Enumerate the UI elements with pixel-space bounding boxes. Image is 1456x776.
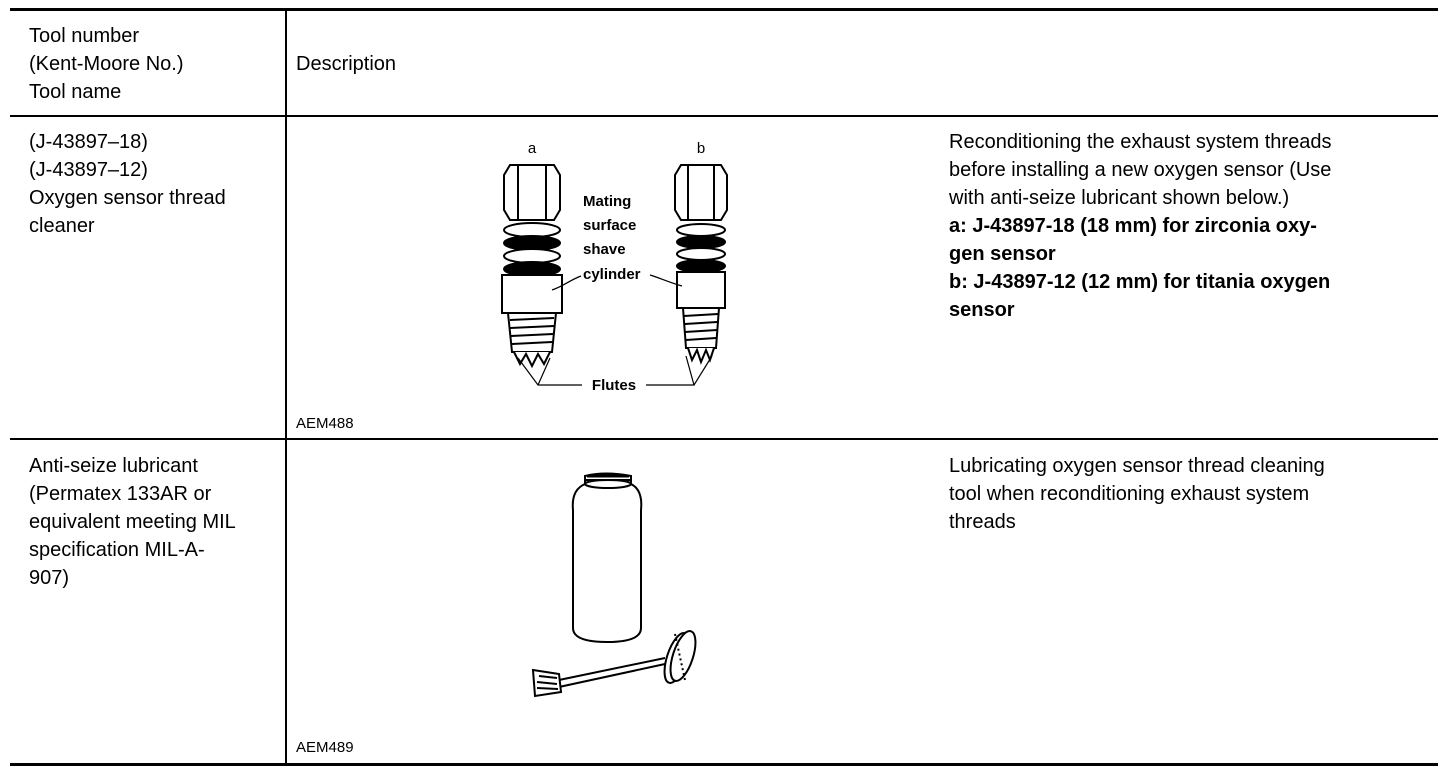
header-line: Tool name bbox=[29, 81, 122, 103]
callout-text: Mating surface shave cylinder bbox=[583, 193, 641, 283]
description-line: a: J-43897-18 (18 mm) for zirconia oxy- bbox=[949, 215, 1317, 237]
description-line: b: J-43897-12 (12 mm) for titania oxygen bbox=[949, 271, 1331, 293]
figure-code: AEM488 bbox=[296, 415, 354, 432]
row2-description: Lubricating oxygen sensor thread cleanin… bbox=[949, 452, 1325, 536]
header-line: Tool number bbox=[29, 25, 140, 47]
flutes-label: Flutes bbox=[592, 377, 636, 394]
row1-tool-cell: (J-43897–18) (J-43897–12) Oxygen sensor … bbox=[29, 128, 226, 240]
header-bottom-rule bbox=[10, 115, 1438, 117]
description-line: before installing a new oxygen sensor (U… bbox=[949, 159, 1332, 181]
description-line: Reconditioning the exhaust system thread… bbox=[949, 131, 1332, 153]
flutes-leaders bbox=[517, 355, 713, 386]
figure-code: AEM489 bbox=[296, 739, 354, 756]
figure-label-b: b bbox=[697, 140, 705, 157]
header-line: (Kent-Moore No.) bbox=[29, 53, 184, 75]
thread-cleaner-illustration: a b bbox=[501, 140, 728, 394]
tool-line: Oxygen sensor thread bbox=[29, 187, 226, 209]
callout-line: shave bbox=[583, 241, 626, 258]
description-line: threads bbox=[949, 511, 1016, 533]
tool-line: Anti-seize lubricant bbox=[29, 455, 198, 477]
lubricant-bottle-illustration bbox=[531, 472, 697, 698]
tool-a-icon bbox=[501, 164, 563, 369]
brush-icon bbox=[531, 630, 697, 698]
tool-line: equivalent meeting MIL bbox=[29, 511, 236, 533]
table-top-rule bbox=[10, 8, 1438, 11]
row-divider-rule bbox=[10, 438, 1438, 440]
tool-b-icon bbox=[674, 164, 728, 365]
header-description: Description bbox=[296, 53, 397, 75]
description-line: with anti-seize lubricant shown below.) bbox=[949, 187, 1290, 209]
row2-tool-cell: Anti-seize lubricant (Permatex 133AR or … bbox=[29, 452, 236, 592]
column-divider-rule bbox=[285, 8, 287, 766]
callout-line: Mating bbox=[583, 193, 631, 210]
tool-line: specification MIL-A- bbox=[29, 539, 205, 561]
description-line: sensor bbox=[949, 299, 1015, 321]
description-line: gen sensor bbox=[949, 243, 1056, 265]
callout-leaders bbox=[551, 274, 683, 291]
tool-line: 907) bbox=[29, 567, 70, 589]
row1-description: Reconditioning the exhaust system thread… bbox=[949, 128, 1331, 324]
header-tool-column: Tool number (Kent-Moore No.) Tool name bbox=[29, 22, 184, 106]
tool-line: (J-43897–12) bbox=[29, 159, 148, 181]
tool-line: cleaner bbox=[29, 215, 95, 237]
table-bottom-rule bbox=[10, 763, 1438, 766]
callout-line: cylinder bbox=[583, 266, 641, 283]
description-line: tool when reconditioning exhaust system bbox=[949, 483, 1310, 505]
tool-line: (J-43897–18) bbox=[29, 131, 148, 153]
callout-line: surface bbox=[583, 217, 636, 234]
figure-label-a: a bbox=[528, 140, 537, 157]
tool-line: (Permatex 133AR or bbox=[29, 483, 212, 505]
description-line: Lubricating oxygen sensor thread cleanin… bbox=[949, 455, 1325, 477]
